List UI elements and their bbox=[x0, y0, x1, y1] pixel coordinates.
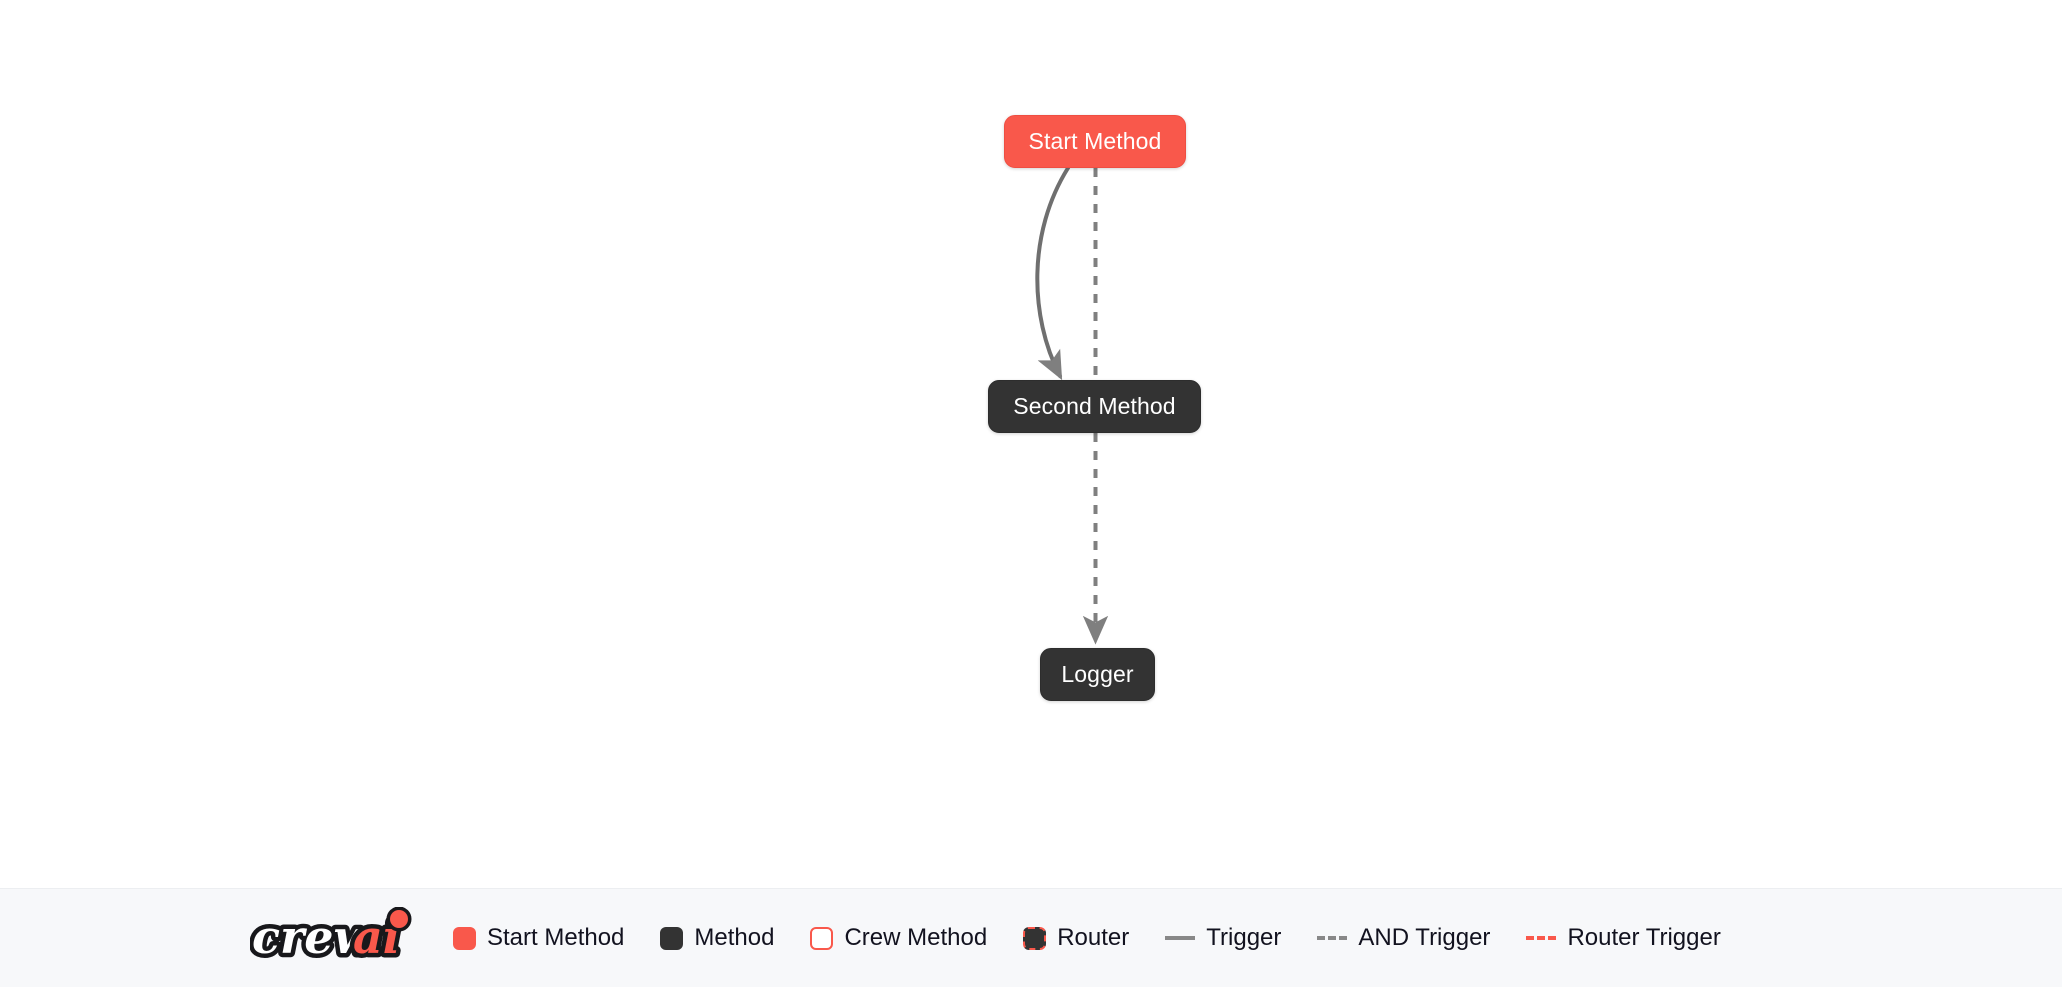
logo-text-crew-outline: crew bbox=[252, 910, 375, 964]
legend-label-trigger: Trigger bbox=[1206, 924, 1282, 951]
legend-item-trigger[interactable]: Trigger bbox=[1165, 924, 1281, 952]
legend-bar: crew crew ai ai Start Method Method Crew… bbox=[0, 888, 2062, 987]
legend-item-router-trigger[interactable]: Router Trigger bbox=[1526, 924, 1721, 952]
crew-method-swatch-icon bbox=[810, 926, 834, 950]
router-swatch-icon bbox=[1023, 926, 1047, 950]
logo-dot bbox=[390, 910, 408, 928]
node-second-method-label: Second Method bbox=[1013, 393, 1176, 419]
and-trigger-line-icon bbox=[1317, 936, 1348, 940]
legend-label-router: Router bbox=[1057, 924, 1130, 951]
legend-label-router-trigger: Router Trigger bbox=[1567, 924, 1721, 951]
node-logger-label: Logger bbox=[1061, 661, 1134, 687]
legend-item-start-method[interactable]: Start Method bbox=[453, 924, 624, 952]
node-start-method[interactable]: Start Method bbox=[1004, 115, 1186, 168]
legend-label-crew-method: Crew Method bbox=[844, 924, 988, 951]
legend-item-crew-method[interactable]: Crew Method bbox=[810, 924, 987, 952]
trigger-line-icon bbox=[1165, 936, 1196, 940]
logo-text-crew: crew bbox=[252, 910, 375, 964]
node-start-method-label: Start Method bbox=[1028, 128, 1162, 154]
crewai-logo[interactable]: crew crew ai ai bbox=[250, 907, 413, 969]
flow-canvas[interactable]: Start Method Second Method Logger bbox=[0, 0, 2062, 888]
node-second-method[interactable]: Second Method bbox=[988, 380, 1201, 433]
node-logger[interactable]: Logger bbox=[1040, 648, 1155, 701]
start-method-swatch-icon bbox=[453, 926, 476, 950]
edge-layer bbox=[1035, 166, 1109, 645]
legend-item-method[interactable]: Method bbox=[660, 924, 774, 952]
method-swatch-icon bbox=[660, 926, 684, 950]
legend-label-start-method: Start Method bbox=[487, 924, 625, 951]
legend-item-and-trigger[interactable]: AND Trigger bbox=[1317, 924, 1490, 952]
router-trigger-line-icon bbox=[1526, 936, 1557, 940]
logo-dot-outline bbox=[386, 907, 412, 932]
legend-label-and-trigger: AND Trigger bbox=[1358, 924, 1491, 951]
legend-label-method: Method bbox=[694, 924, 775, 951]
legend-item-router[interactable]: Router bbox=[1023, 924, 1129, 952]
edge-start-second-trigger bbox=[1035, 166, 1070, 381]
